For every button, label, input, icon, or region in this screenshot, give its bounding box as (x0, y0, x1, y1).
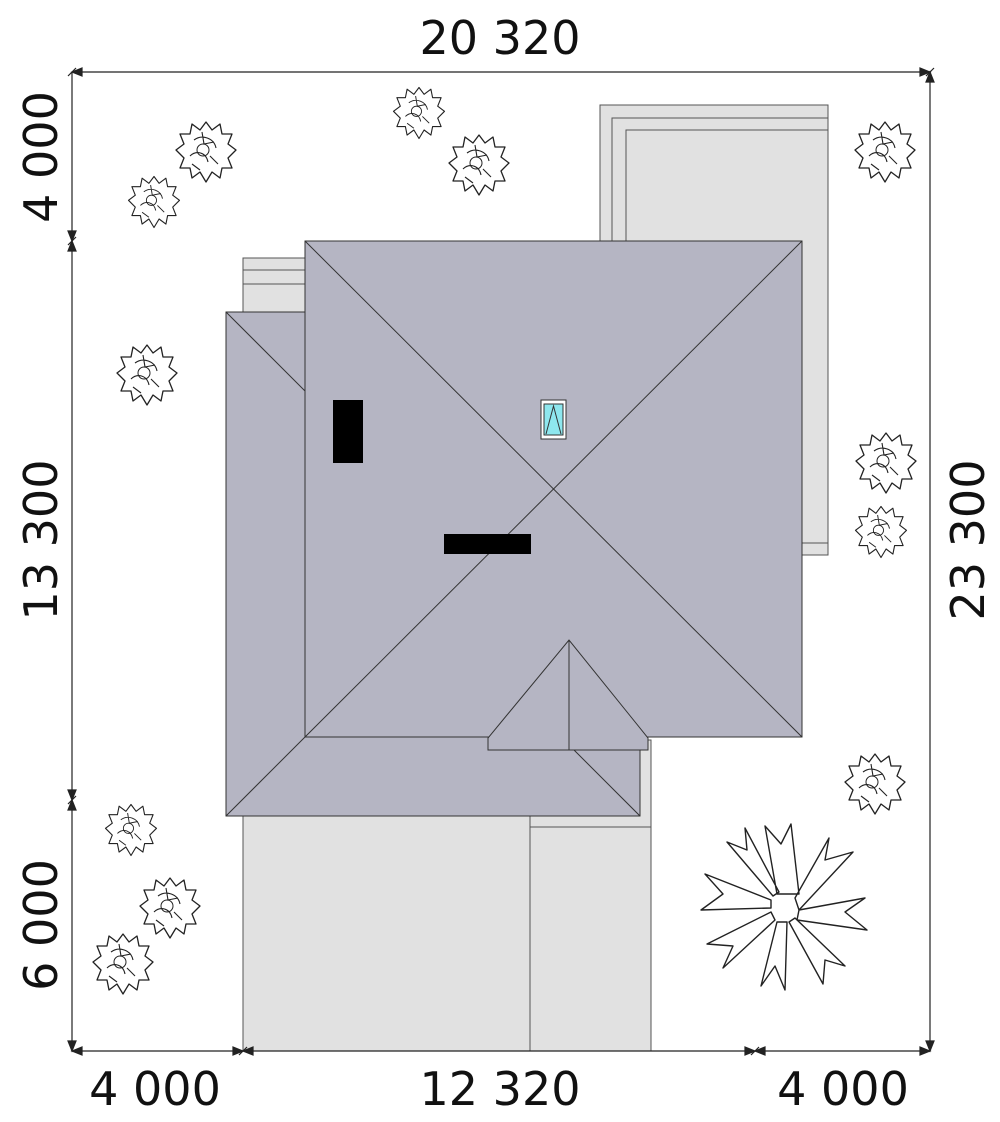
driveway (242, 814, 531, 1052)
dimension-left-bottom: 6 000 (14, 859, 68, 991)
shrub-icon (392, 86, 446, 140)
dimension-left-top: 4 000 (14, 91, 68, 223)
shrub-icon (116, 344, 178, 406)
shrub-icon (855, 432, 917, 494)
dimension-bottom-left: 4 000 (89, 1062, 221, 1116)
shrub-icon (139, 877, 201, 939)
dimension-right-total: 23 300 (941, 460, 995, 621)
chimney-icon (444, 534, 531, 554)
roof-window-icon (540, 399, 567, 440)
dimension-bottom-right: 4 000 (777, 1062, 909, 1116)
dimension-top-total: 20 320 (420, 11, 581, 65)
shrub-icon (127, 175, 181, 229)
shrub-icon (854, 121, 916, 183)
entrance-roof (487, 639, 649, 751)
dimension-left-middle: 13 300 (14, 460, 68, 621)
shrub-icon (92, 933, 154, 995)
shrub-icon (448, 134, 510, 196)
shrub-icon (104, 803, 158, 857)
chimney-icon (333, 400, 363, 463)
side-terrace (242, 257, 306, 315)
shrub-icon (854, 505, 908, 559)
dimension-lines (67, 67, 935, 1056)
shrub-icon (844, 753, 906, 815)
deciduous-tree-icon (700, 819, 870, 991)
main-roof (304, 240, 803, 738)
shrub-icon (175, 121, 237, 183)
dimension-bottom-middle: 12 320 (420, 1062, 581, 1116)
